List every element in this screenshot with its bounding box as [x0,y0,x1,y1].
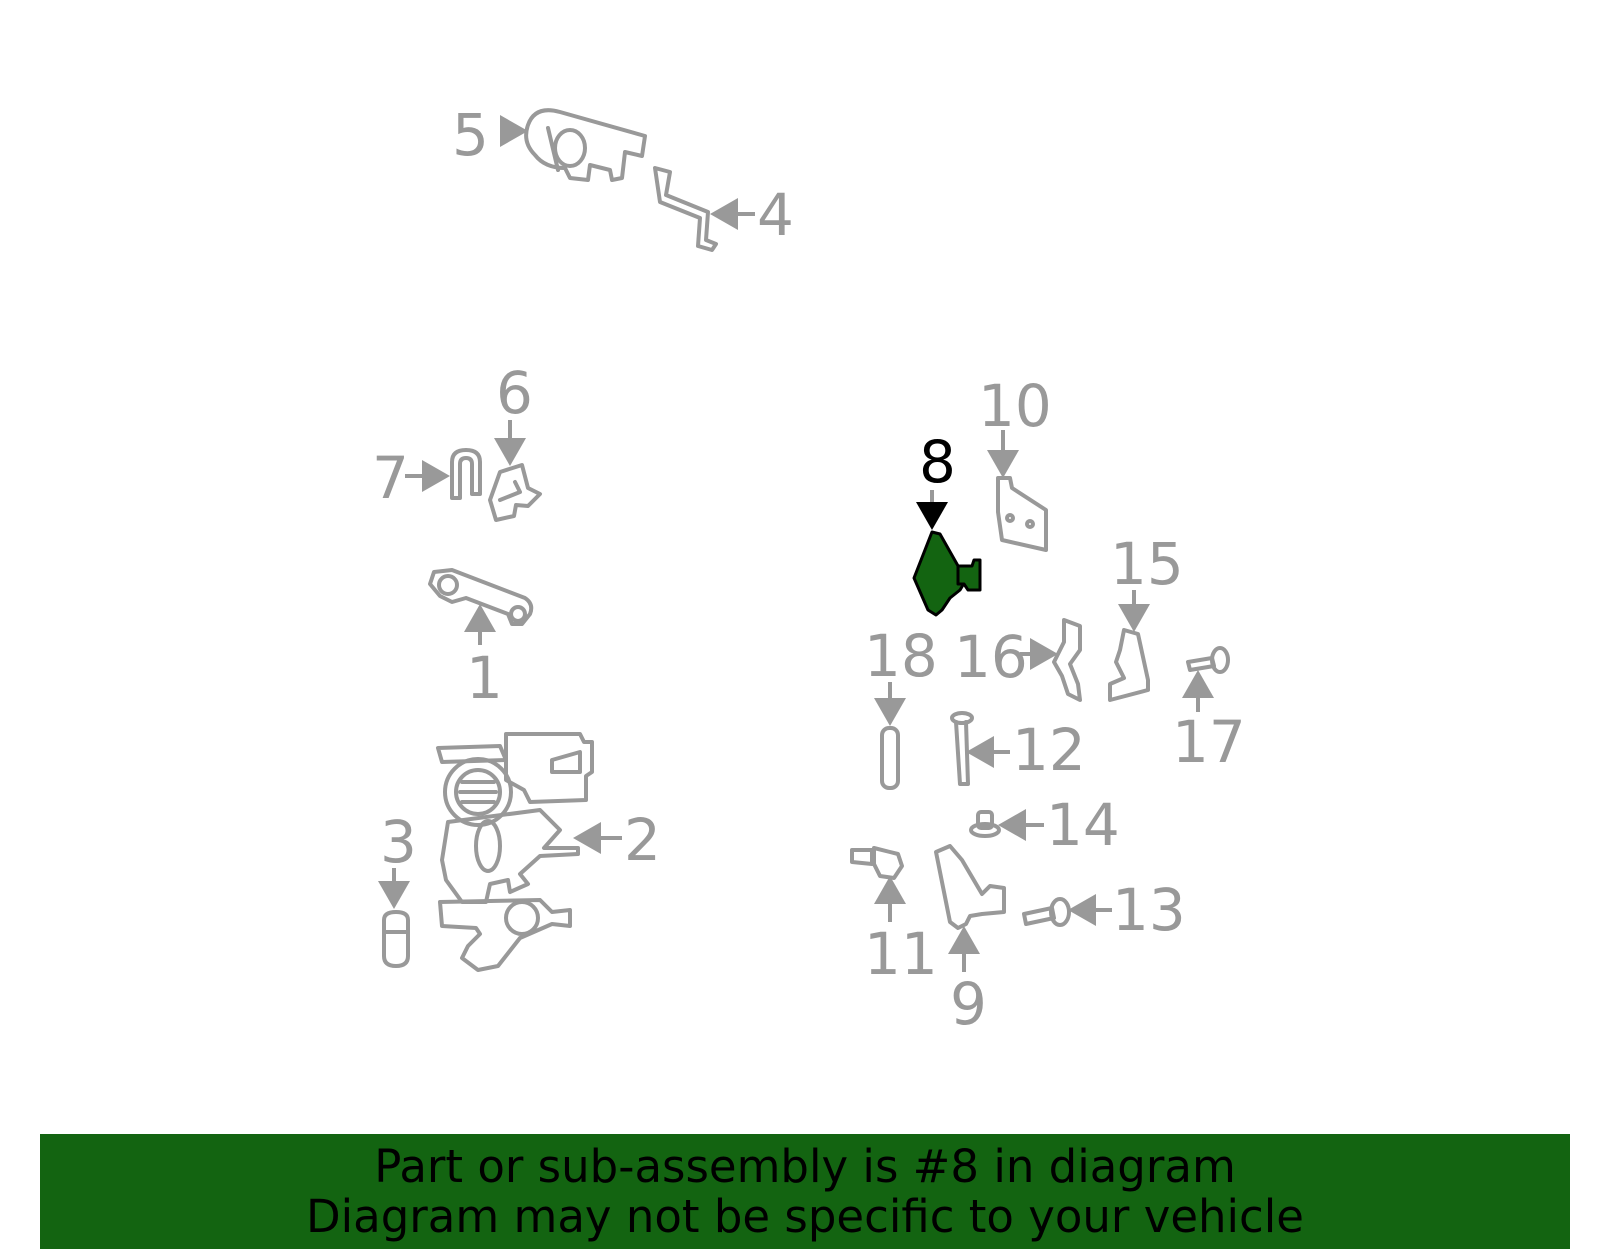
callout-10: 10 [978,372,1052,440]
callout-3: 3 [380,808,417,876]
callout-17: 17 [1172,708,1246,776]
part-17-screw [1186,646,1230,674]
callout-12: 12 [1012,716,1086,784]
callout-7: 7 [372,444,409,512]
part-13-screw [1022,897,1071,927]
callout-5: 5 [452,101,489,169]
callout-15: 15 [1110,530,1184,598]
part-7-clip [450,448,482,500]
callout-11: 11 [864,920,938,988]
callout-14: 14 [1046,791,1120,859]
callout-13: 13 [1112,876,1186,944]
callout-18: 18 [864,622,938,690]
callout-4: 4 [757,181,794,249]
banner-line-1: Part or sub-assembly is #8 in diagram [374,1140,1236,1193]
part-5-outside-handle [524,108,647,182]
part-14-nut [969,810,1001,838]
part-12-bolt [950,711,974,786]
part-2-latch [436,732,594,972]
part-18-pin [880,726,900,790]
callout-16: 16 [954,623,1028,691]
part-9-lever [934,844,1006,930]
callout-2: 2 [624,806,661,874]
callout-1: 1 [466,644,503,712]
part-15-bracket [1108,628,1150,702]
callout-9: 9 [950,970,987,1038]
callout-6: 6 [496,359,533,427]
part-1-link [428,568,534,626]
part-10-plate [996,476,1048,552]
part-3-cap [382,910,410,968]
info-banner: Part or sub-assembly is #8 in diagram Di… [40,1134,1570,1249]
banner-line-2: Diagram may not be specific to your vehi… [306,1190,1304,1243]
part-6-bracket [488,463,542,522]
part-4-rod [653,166,718,252]
part-16-clip [1052,618,1082,702]
part-8-highlighted [912,530,982,617]
part-11-bolt [850,846,904,880]
callout-8: 8 [919,428,956,496]
